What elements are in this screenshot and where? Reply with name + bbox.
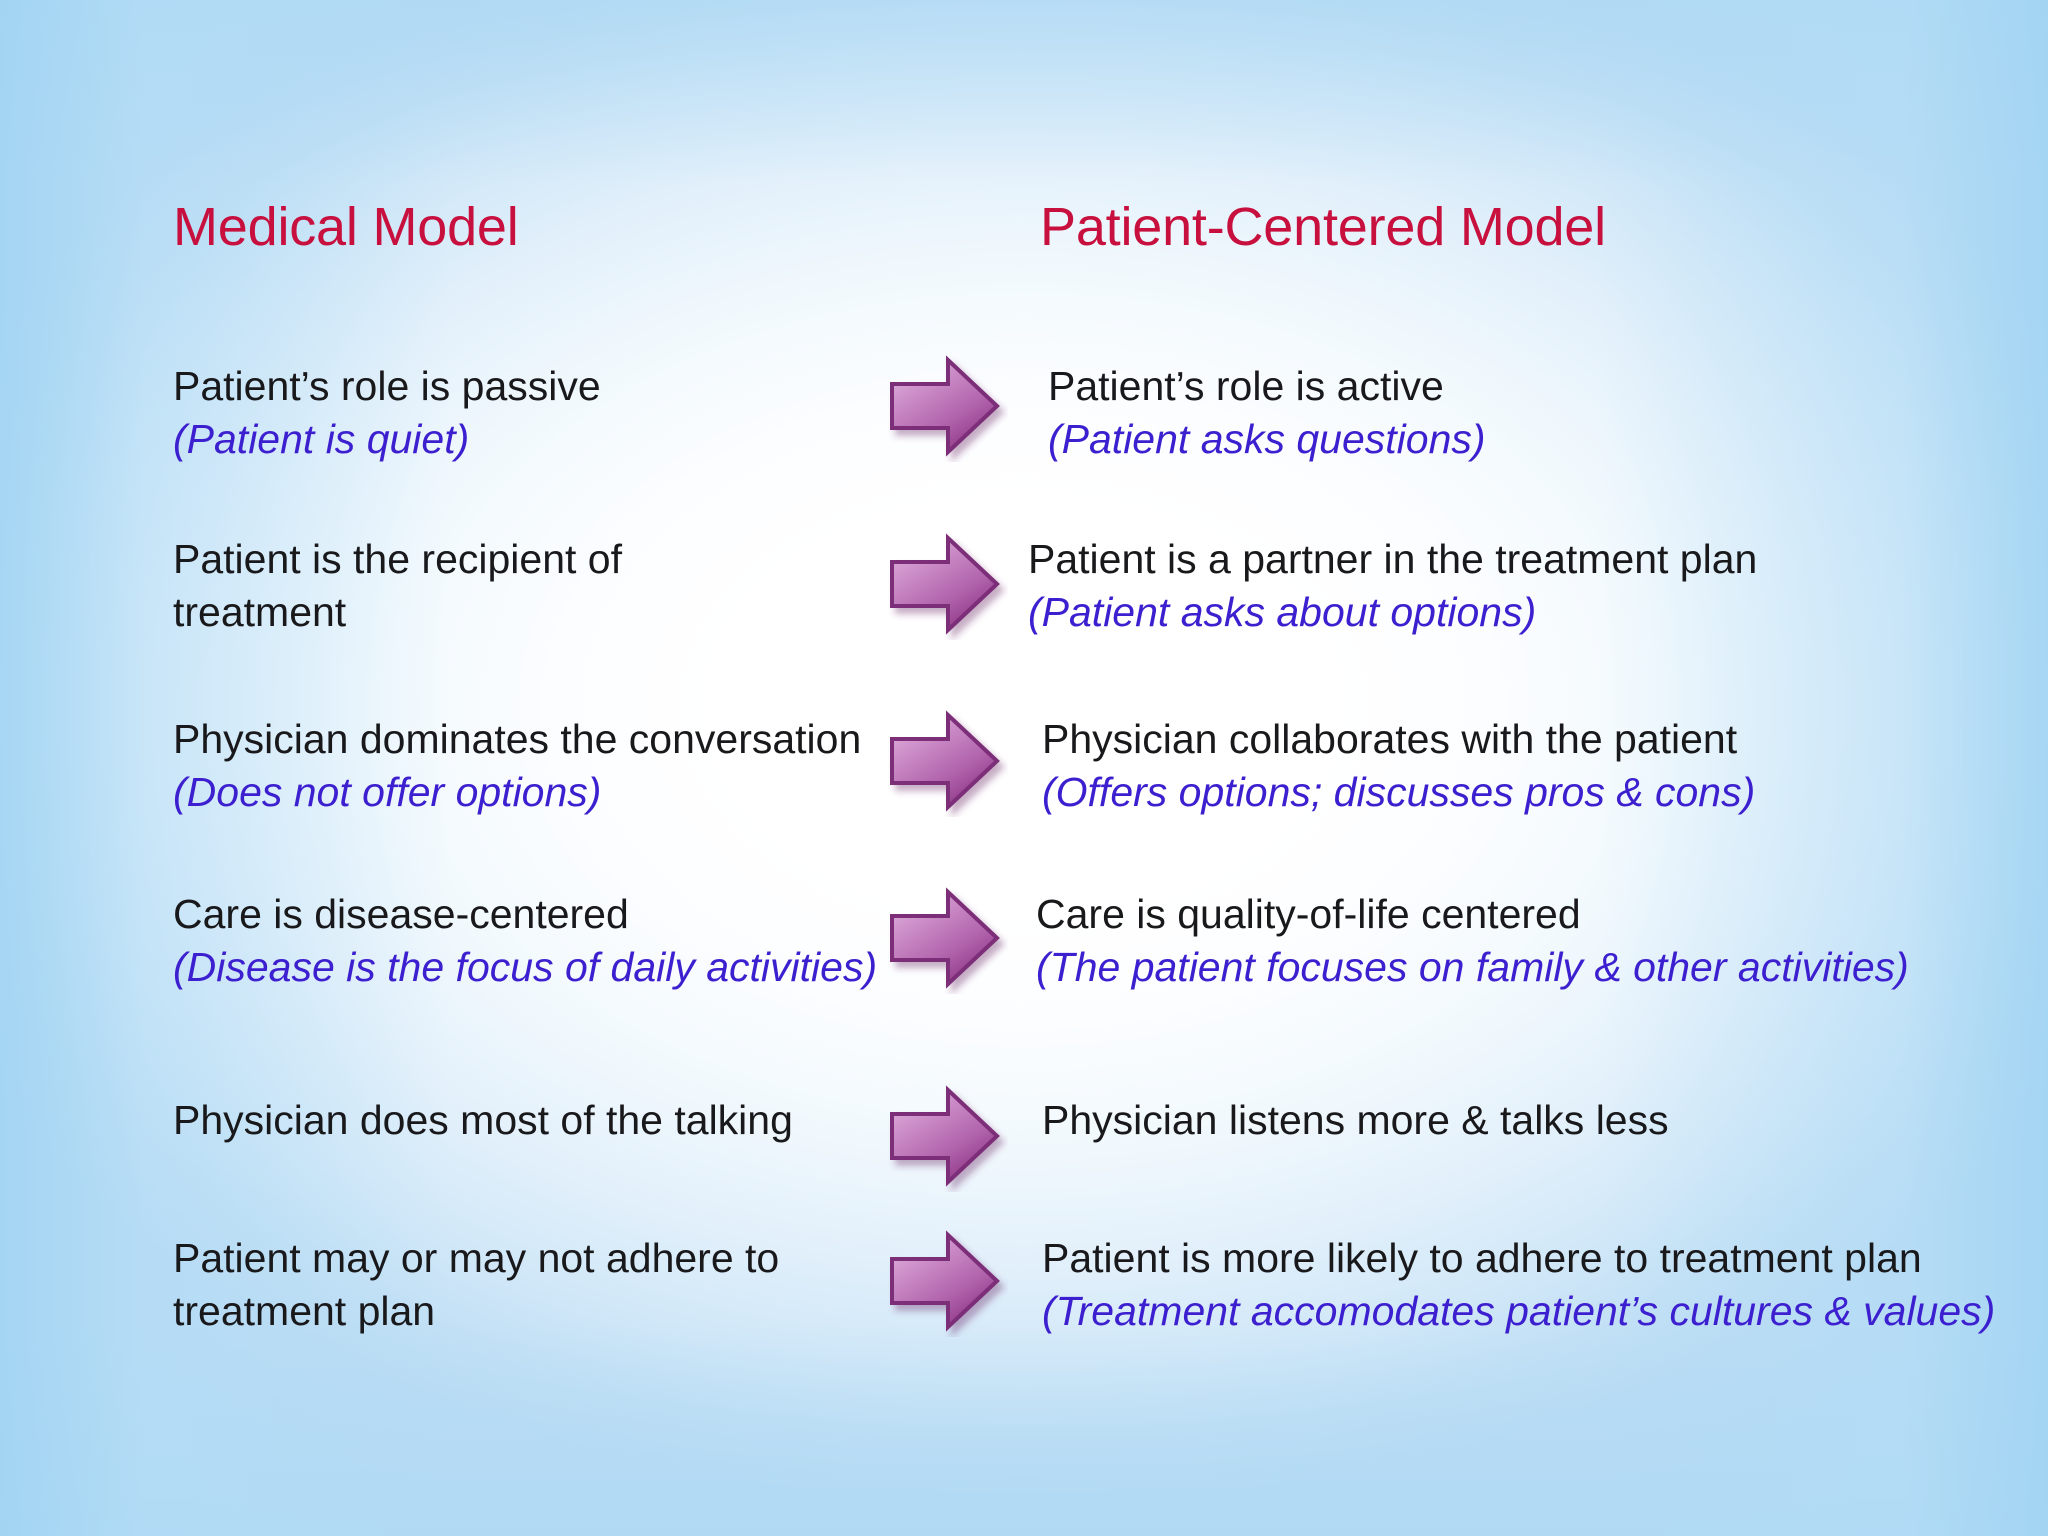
headings-row: Medical Model Patient-Centered Model xyxy=(0,196,2048,266)
medical-model-primary-text: Patient may or may not adhere to xyxy=(173,1235,780,1281)
patient-centered-model-cell: Patient is more likely to adhere to trea… xyxy=(1042,1232,2002,1339)
right-block-arrow-icon xyxy=(878,1225,1008,1337)
patient-centered-primary-text: Physician listens more & talks less xyxy=(1042,1097,1669,1143)
medical-model-cell: Physician does most of the talking xyxy=(173,1094,813,1147)
medical-model-cell: Patient may or may not adhere to treatmen… xyxy=(173,1232,813,1339)
patient-centered-detail-text: (Treatment accomodates patient’s culture… xyxy=(1042,1288,1996,1335)
patient-centered-primary-text: Patient is a partner in the treatment pl… xyxy=(1028,536,1758,582)
right-block-arrow-icon xyxy=(878,1080,1008,1192)
patient-centered-detail-text: (Patient asks questions) xyxy=(1048,416,1486,463)
page-title-patient-centered-model: Patient-Centered Model xyxy=(1040,197,1606,257)
page-title-medical-model: Medical Model xyxy=(173,197,519,257)
patient-centered-model-cell: Patient is a partner in the treatment pl… xyxy=(1028,533,1988,640)
medical-model-primary-text: Patient’s role is passive xyxy=(173,363,601,409)
right-block-arrow-icon xyxy=(878,350,1008,462)
patient-centered-detail-text: (Patient asks about options) xyxy=(1028,589,1537,636)
patient-centered-model-cell: Patient’s role is active (Patient asks qu… xyxy=(1048,360,2008,467)
medical-model-primary-text: Care is disease-centered xyxy=(173,891,629,937)
patient-centered-primary-text: Patient’s role is active xyxy=(1048,363,1444,409)
medical-model-primary-text: Physician does most of the talking xyxy=(173,1097,793,1143)
patient-centered-primary-text: Care is quality-of-life centered xyxy=(1036,891,1581,937)
medical-model-detail-text: (Disease is the focus of daily activitie… xyxy=(173,944,878,991)
patient-centered-model-cell: Physician listens more & talks less xyxy=(1042,1094,2002,1147)
patient-centered-detail-text: (Offers options; discusses pros & cons) xyxy=(1042,769,1756,816)
medical-model-primary-text-continued: treatment plan xyxy=(173,1288,436,1335)
right-block-arrow-icon xyxy=(878,705,1008,817)
medical-model-cell: Care is disease-centered (Disease is the … xyxy=(173,888,878,995)
medical-model-detail-text: (Does not offer options) xyxy=(173,769,602,816)
right-block-arrow-icon xyxy=(878,528,1008,640)
medical-model-detail-text: (Patient is quiet) xyxy=(173,416,470,463)
medical-model-primary-text: Physician dominates the conversation xyxy=(173,716,862,762)
medical-model-cell: Patient’s role is passive (Patient is qui… xyxy=(173,360,813,467)
medical-model-primary-text-continued: treatment xyxy=(173,589,347,636)
patient-centered-model-cell: Physician collaborates with the patient (… xyxy=(1042,713,2002,820)
medical-model-primary-text: Patient is the recipient of xyxy=(173,536,622,582)
patient-centered-model-cell: Care is quality-of-life centered (The pat… xyxy=(1036,888,1996,995)
right-block-arrow-icon xyxy=(878,882,1008,994)
patient-centered-detail-text: (The patient focuses on family & other a… xyxy=(1036,944,1909,991)
medical-model-cell: Patient is the recipient of treatment xyxy=(173,533,813,640)
medical-model-cell: Physician dominates the conversation (Doe… xyxy=(173,713,862,820)
patient-centered-primary-text: Physician collaborates with the patient xyxy=(1042,716,1738,762)
patient-centered-primary-text: Patient is more likely to adhere to trea… xyxy=(1042,1235,1922,1281)
